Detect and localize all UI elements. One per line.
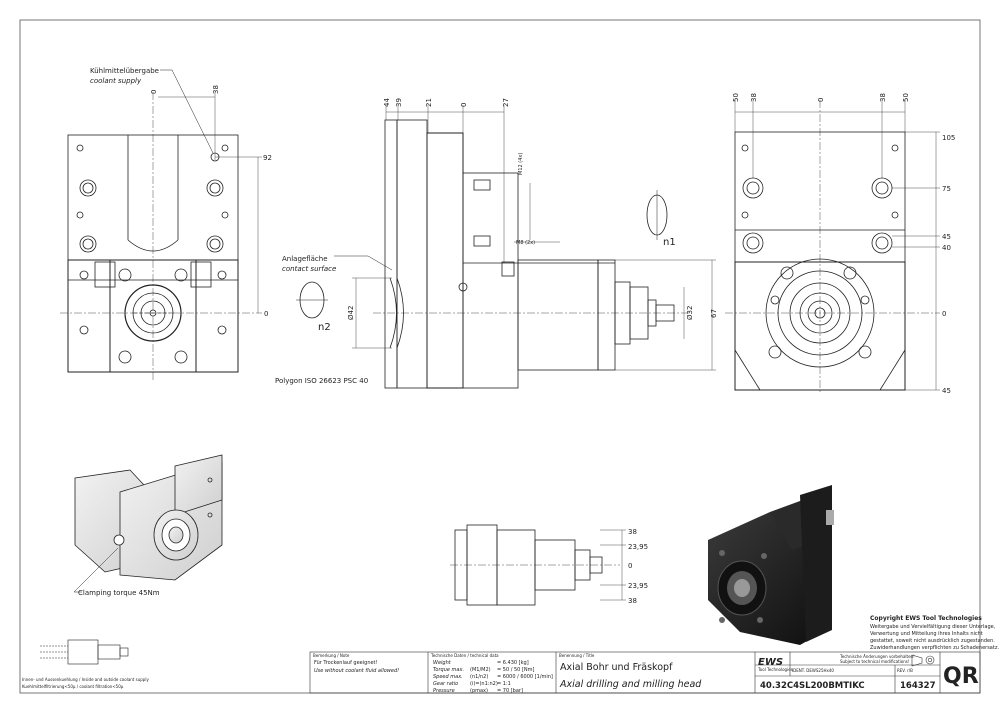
front-view (60, 69, 262, 380)
coolant-supply-label-en: coolant supply (90, 77, 142, 85)
change-note-en: Subject to technical modifications! (840, 659, 909, 664)
rear-dim-38-right: 38 (879, 93, 887, 102)
sheet-frame (19, 19, 981, 694)
front-dim-38: 38 (212, 85, 220, 94)
rear-dim-50-left: 50 (732, 93, 740, 102)
product-name-en: Axial drilling and milling head (559, 679, 702, 690)
remark-header: Bemerkung / Note (313, 653, 350, 658)
small-dim-2395-bottom: 23,95 (628, 582, 648, 590)
clamping-torque-label: Clamping torque 45Nm (78, 589, 160, 597)
front-dim-92: 92 (263, 154, 272, 162)
side-view (296, 105, 716, 389)
iso-view-left (73, 454, 223, 593)
dia42-label: Ø42 (347, 306, 355, 320)
side-dim-27: 27 (502, 98, 510, 107)
rear-dim-38-left: 38 (750, 93, 758, 102)
contact-surface-label-de: Anlagefläche (282, 255, 328, 263)
rear-dim-50-right: 50 (902, 93, 910, 102)
tech-value-torque: = 50 / 50 [Nm] (497, 667, 535, 673)
side-dim-44: 44 (383, 98, 391, 107)
remark-en: Use without coolant fluid allowed! (314, 668, 399, 674)
front-dim-zero-top: 0 (150, 90, 158, 94)
small-dim-0: 0 (628, 562, 632, 570)
thread-m8-label: M8 (2x) (516, 240, 535, 246)
tech-unit-pressure: (pmax) (470, 688, 488, 694)
small-dim-38-bottom: 38 (628, 597, 637, 605)
rear-dim-40: 40 (942, 244, 951, 252)
rear-dim-75: 75 (942, 185, 951, 193)
change-note-de: Technische Änderungen vorbehalten! (839, 654, 915, 659)
tech-label-torque: Torque max. (433, 667, 464, 673)
part-code: 40.32C4SL200BMTIKC (760, 681, 865, 691)
tech-value-pressure: = 70 [bar] (497, 688, 523, 694)
side-dim-39: 39 (395, 98, 403, 107)
copyright-line1: Weitergabe und Vervielfältigung dieser U… (870, 624, 996, 630)
tech-unit-gear: (i)=(n1:n2) (470, 681, 498, 687)
side-dim-21: 21 (425, 98, 433, 107)
coolant-schematic (40, 639, 129, 665)
tech-unit-speed: (n1/n2) (470, 674, 488, 680)
tech-value-gear: = 1:1 (497, 681, 511, 687)
copyright-line2: Verwertung und Mitteilung ihres Inhalts … (870, 631, 983, 637)
tech-label-speed: Speed max. (433, 674, 463, 680)
coolant-note-line2: Kuehlmittelfiltrierung<50µ / coolant fil… (22, 684, 124, 689)
qr-label: QR (943, 664, 979, 689)
name-header: Benennung / Title (559, 653, 595, 658)
copyright-line4: Zuwiderhandlungen verpflichten zu Schade… (870, 645, 999, 651)
n2-label: n2 (318, 322, 331, 333)
rev-field: REV. r/B (897, 668, 913, 673)
dim-67-label: 67 (710, 309, 718, 318)
thread-m12-label: M12 (4x) (518, 153, 524, 175)
rear-dim-105: 105 (942, 134, 955, 142)
rear-dim-0: 0 (942, 310, 946, 318)
tech-unit-torque: (M1/M2) (470, 667, 491, 673)
copyright-line3: gestattet, soweit nicht ausdrücklich zug… (870, 638, 995, 644)
rear-dim-45-bottom: 45 (942, 387, 951, 395)
contact-surface-label-en: contact surface (282, 265, 336, 273)
polygon-label: Polygon ISO 26623 PSC 40 (275, 377, 368, 385)
rear-dim-0: 0 (817, 98, 825, 102)
tech-header: Technische Daten / technical data (430, 653, 499, 658)
tech-label-pressure: Pressure (433, 688, 455, 694)
small-dim-38-top: 38 (628, 528, 637, 536)
tech-data-table: Weight = 6.430 [kg] Torque max. (M1/M2) … (433, 660, 553, 694)
coolant-note-line1: Innen- und Aussenkuehlung / Inside and o… (22, 677, 149, 682)
small-dim-2395-top: 23,95 (628, 543, 648, 551)
front-dim-zero-right: 0 (264, 310, 268, 318)
tech-label-gear: Gear ratio (433, 681, 458, 687)
copyright-title: Copyright EWS Tool Technologies (870, 615, 982, 622)
tech-label-weight: Weight (433, 660, 452, 666)
rear-view (725, 100, 940, 392)
product-name-de: Axial Bohr und Fräskopf (560, 662, 673, 673)
dia32-label: Ø32 (686, 306, 694, 320)
ews-logo-sub: Tool Technologies (757, 667, 793, 672)
part-number: 164327 (900, 681, 936, 691)
title-block-frame (309, 651, 981, 694)
remark-de: Für Trockenlauf geeignet! (314, 660, 378, 666)
tech-value-speed: = 6000 / 6000 [1/min] (497, 674, 553, 680)
product-render (708, 485, 834, 645)
coolant-supply-label-de: Kühlmittelübergabe (90, 67, 159, 75)
small-side-view (450, 524, 626, 606)
n1-label: n1 (663, 237, 676, 248)
projection-symbol-icon (911, 654, 935, 667)
ews-logo: EWS (758, 657, 783, 668)
rear-dim-45-top: 45 (942, 233, 951, 241)
ident-field: IDENT. DEWS25Hx40 (792, 668, 834, 673)
side-dim-0: 0 (460, 103, 468, 107)
tech-value-weight: = 6.430 [kg] (497, 660, 529, 666)
